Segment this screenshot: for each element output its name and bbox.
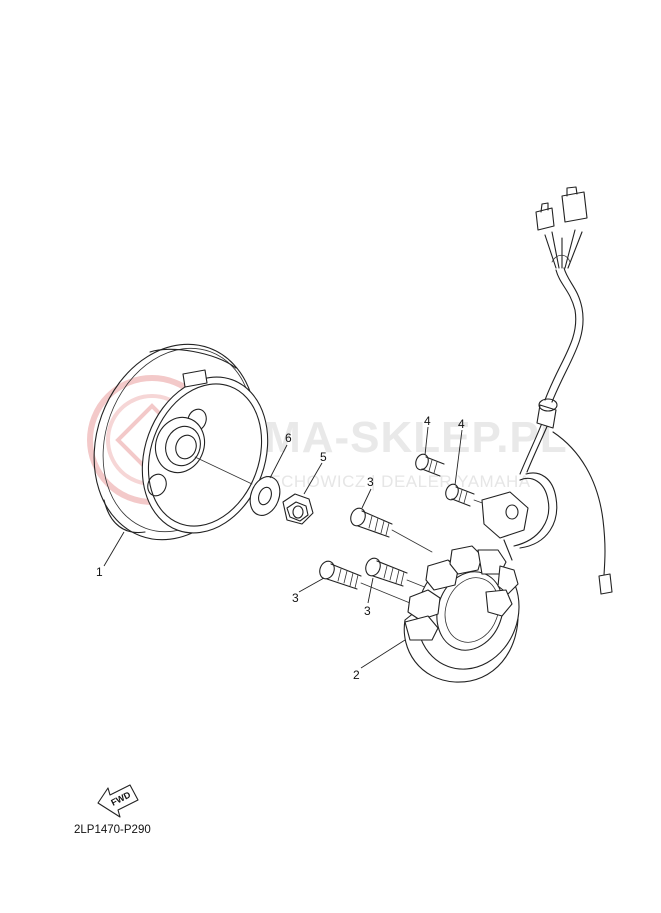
- fwd-arrow: FWD: [97, 784, 139, 818]
- callout-4-lower: 4: [458, 417, 465, 431]
- part-3-bolt-upper: [350, 507, 433, 553]
- callout-numbers: 1 2 3 3 3 4 4 5 6: [96, 414, 465, 682]
- callout-2: 2: [353, 668, 360, 682]
- part-4-screw-upper: [415, 453, 445, 477]
- callout-leaders: [103, 426, 463, 669]
- wire-harness: [519, 186, 613, 595]
- part-1-flywheel-rotor: [93, 343, 269, 541]
- part-3-bolt-lower-right: [365, 557, 433, 591]
- callout-1: 1: [96, 565, 103, 579]
- callout-3-lower-right: 3: [364, 604, 371, 618]
- callout-3-upper: 3: [367, 475, 374, 489]
- callout-5: 5: [320, 450, 327, 464]
- callout-3-lower-left: 3: [292, 591, 299, 605]
- part-5-nut: [282, 493, 314, 525]
- callout-4-upper: 4: [424, 414, 431, 428]
- callout-6: 6: [285, 431, 292, 445]
- diagram-code: 2LP1470-P290: [74, 824, 151, 836]
- part-2-stator-assembly: [403, 472, 558, 683]
- part-6-washer: [249, 476, 281, 516]
